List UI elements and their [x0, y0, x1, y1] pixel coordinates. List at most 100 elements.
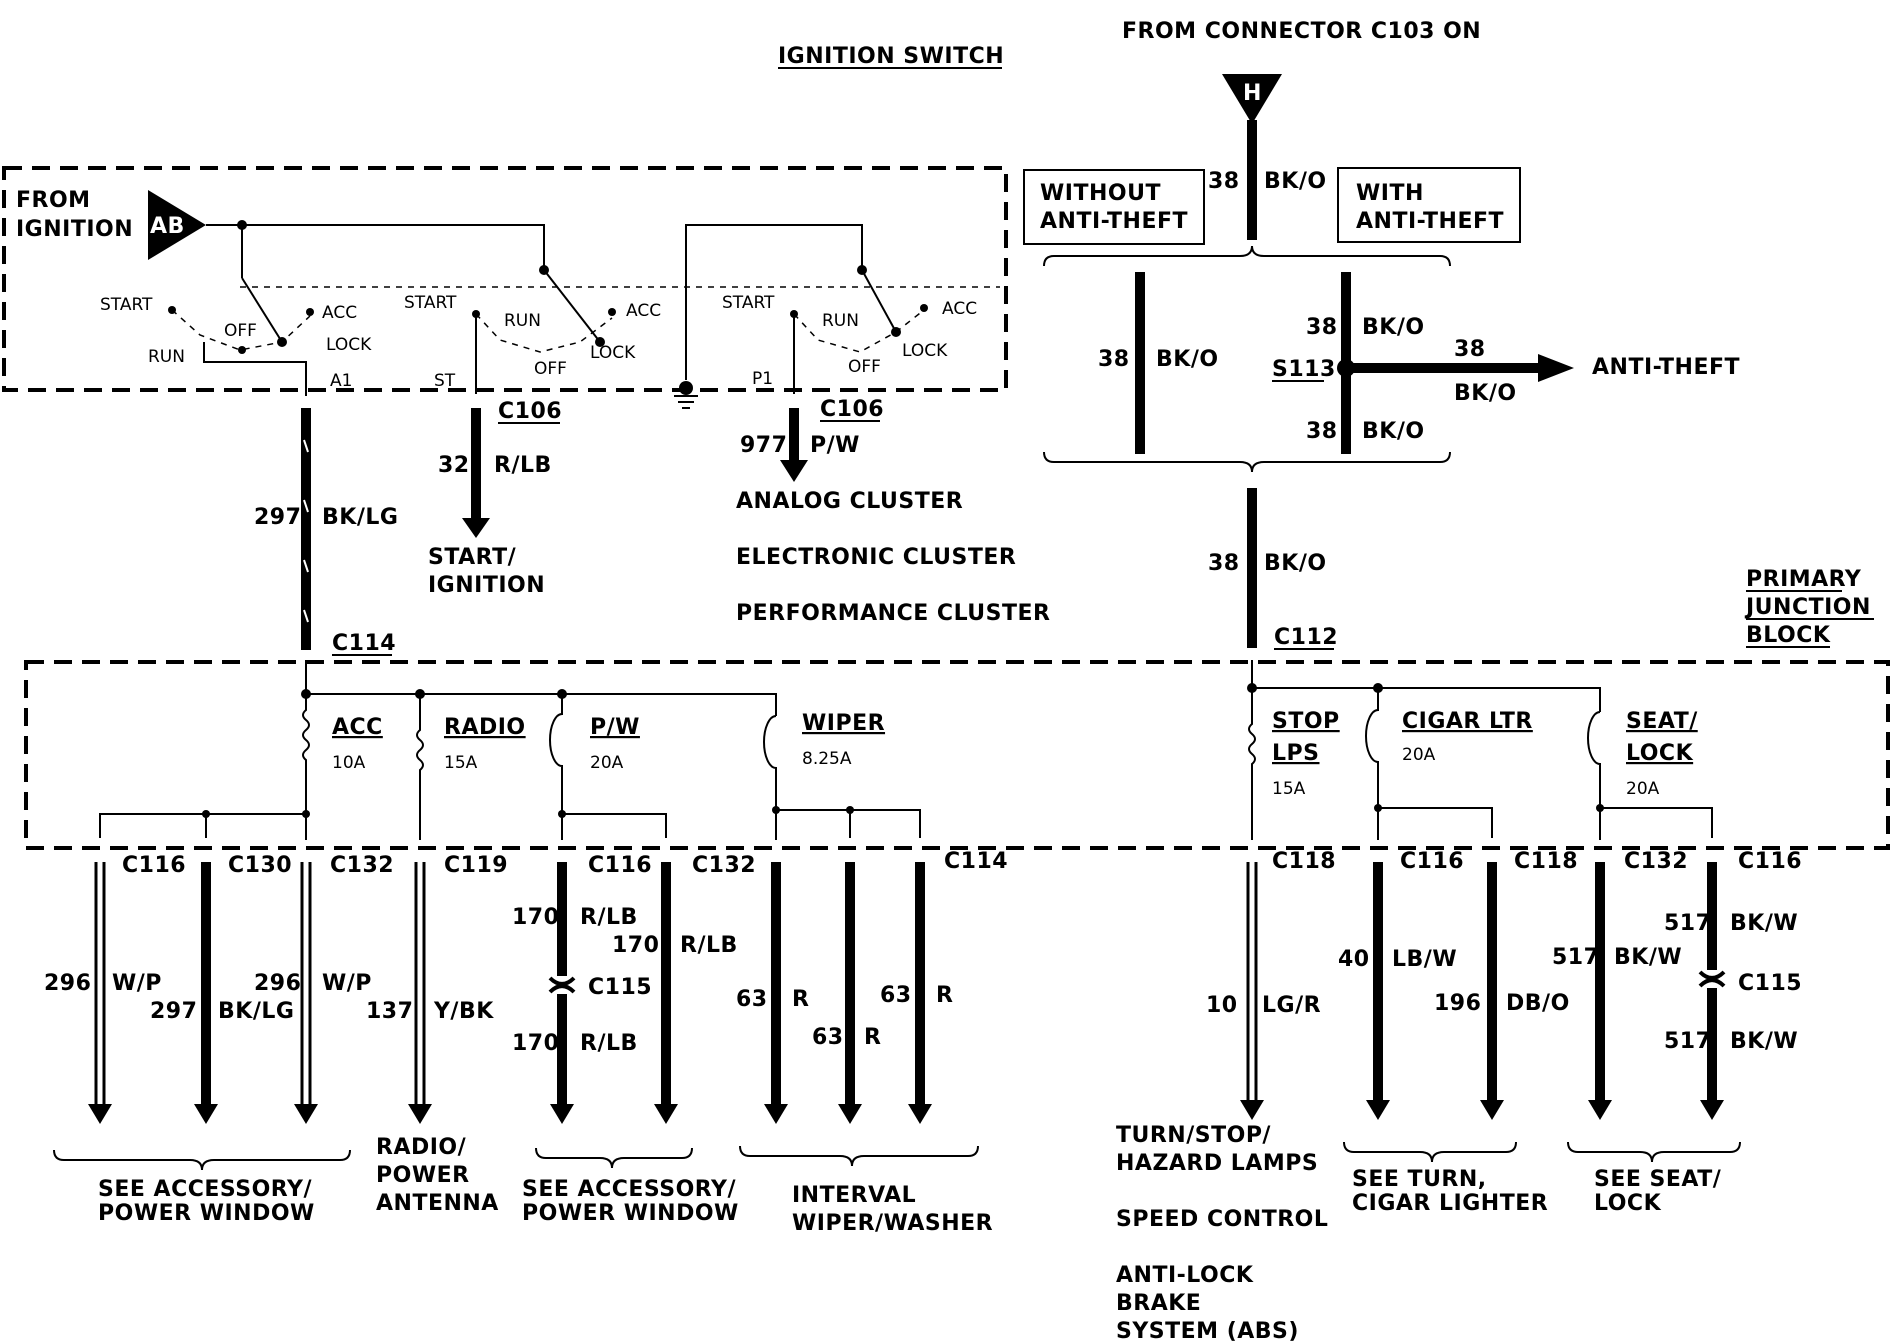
svg-text:C112: C112	[1274, 625, 1338, 650]
svg-text:517: 517	[1664, 1029, 1711, 1054]
svg-text:C116: C116	[1738, 849, 1802, 874]
without-label-1: WITHOUT	[1040, 181, 1161, 206]
svg-text:OFF: OFF	[848, 357, 881, 377]
svg-text:LPS: LPS	[1272, 741, 1320, 766]
svg-text:38: 38	[1306, 315, 1338, 340]
destination-radio: RADIO/ POWER ANTENNA	[376, 1135, 499, 1216]
svg-text:SEE ACCESSORY/: SEE ACCESSORY/	[522, 1177, 736, 1202]
connector-labels: C116 C130 C132 C119 C116 C132 C114 C118 …	[122, 849, 1802, 878]
destination-acc-pw-right: SEE ACCESSORY/ POWER WINDOW	[522, 1147, 739, 1226]
svg-text:POWER: POWER	[376, 1163, 470, 1188]
svg-text:P/W: P/W	[810, 433, 860, 458]
svg-text:296: 296	[254, 971, 301, 996]
svg-text:SYSTEM (ABS): SYSTEM (ABS)	[1116, 1319, 1299, 1344]
svg-text:ANALOG CLUSTER: ANALOG CLUSTER	[736, 489, 963, 514]
ign-bus-2	[242, 224, 545, 270]
svg-text:S113: S113	[1272, 357, 1336, 382]
svg-text:LOCK: LOCK	[590, 343, 636, 363]
svg-text:POWER WINDOW: POWER WINDOW	[98, 1201, 315, 1226]
left-bus	[305, 660, 777, 716]
svg-text:LG/R: LG/R	[1262, 993, 1321, 1018]
fuse-seat-lock: SEAT/ LOCK 20A	[1587, 709, 1713, 840]
svg-text:SPEED CONTROL: SPEED CONTROL	[1116, 1207, 1328, 1232]
ignition-switch-box	[2, 166, 1008, 392]
svg-text:63: 63	[736, 987, 768, 1012]
svg-text:RUN: RUN	[504, 311, 541, 331]
svg-text:BK/O: BK/O	[1264, 551, 1327, 576]
wire-38-color-top: BK/O	[1264, 169, 1327, 194]
svg-text:LOCK: LOCK	[902, 341, 948, 361]
svg-text:196: 196	[1434, 991, 1481, 1016]
svg-text:ACC: ACC	[942, 299, 977, 319]
svg-text:SEAT/: SEAT/	[1626, 709, 1698, 734]
with-label-2: ANTI-THEFT	[1356, 209, 1504, 234]
wire-977: C106 977 P/W ANALOG CLUSTER ELECTRONIC C…	[736, 397, 1050, 626]
svg-text:C115: C115	[1738, 971, 1802, 996]
connector-h: H	[1222, 74, 1282, 124]
svg-text:BK/O: BK/O	[1362, 419, 1425, 444]
svg-text:C132: C132	[692, 853, 756, 878]
svg-text:C132: C132	[1624, 849, 1688, 874]
svg-text:OFF: OFF	[534, 359, 567, 379]
svg-text:STOP: STOP	[1272, 709, 1340, 734]
svg-text:38: 38	[1098, 347, 1130, 372]
svg-text:32: 32	[438, 453, 470, 478]
svg-text:P1: P1	[752, 369, 773, 389]
switch-section-2: START RUN ACC LOCK OFF ST	[404, 269, 661, 394]
fuse-stop-lps: STOP LPS 15A	[1248, 688, 1340, 840]
svg-text:C130: C130	[228, 853, 292, 878]
svg-text:8.25A: 8.25A	[802, 749, 852, 769]
svg-text:517: 517	[1664, 911, 1711, 936]
svg-text:170: 170	[512, 1031, 559, 1056]
svg-text:BK/LG: BK/LG	[218, 999, 294, 1024]
right-bus	[1251, 660, 1601, 712]
svg-text:BK/W: BK/W	[1730, 1029, 1798, 1054]
svg-text:CIGAR LIGHTER: CIGAR LIGHTER	[1352, 1191, 1548, 1216]
svg-text:C119: C119	[444, 853, 508, 878]
destination-acc-pw-left: SEE ACCESSORY/ POWER WINDOW	[53, 1149, 351, 1226]
svg-text:R/LB: R/LB	[580, 905, 638, 930]
svg-text:517: 517	[1552, 945, 1599, 970]
fuse-wiper: WIPER 8.25A	[763, 711, 921, 840]
svg-text:ST: ST	[434, 371, 456, 391]
svg-text:C114: C114	[944, 849, 1008, 874]
pjb-label-1: PRIMARY	[1746, 567, 1862, 592]
svg-text:WIPER/WASHER: WIPER/WASHER	[792, 1211, 993, 1236]
bracket-bottom	[1043, 451, 1451, 473]
svg-text:20A: 20A	[1402, 745, 1436, 765]
fuse-pw: P/W 20A	[549, 694, 667, 840]
svg-text:15A: 15A	[1272, 779, 1306, 799]
with-label-1: WITH	[1356, 181, 1424, 206]
svg-text:SEE TURN,: SEE TURN,	[1352, 1167, 1487, 1192]
svg-text:H: H	[1243, 81, 1262, 106]
fuse-radio: RADIO 15A	[416, 694, 525, 840]
svg-text:LOCK: LOCK	[1626, 741, 1694, 766]
svg-text:W/P: W/P	[322, 971, 372, 996]
without-label-2: ANTI-THEFT	[1040, 209, 1188, 234]
svg-text:P/W: P/W	[590, 715, 640, 740]
wire-38-num-top: 38	[1208, 169, 1240, 194]
destination-seat-lock: SEE SEAT/ LOCK	[1567, 1141, 1741, 1216]
svg-text:137: 137	[366, 999, 413, 1024]
wire-32: C106 32 R/LB START/ IGNITION	[428, 399, 562, 598]
svg-text:ACC: ACC	[626, 301, 661, 321]
svg-text:BK/LG: BK/LG	[322, 505, 398, 530]
ign-bus-1	[206, 224, 243, 278]
ign-bus-3	[685, 224, 863, 380]
wire-38-anti-theft: 38 BK/O ANTI-THEFT	[1346, 337, 1740, 406]
svg-text:ANTENNA: ANTENNA	[376, 1191, 499, 1216]
svg-text:BRAKE: BRAKE	[1116, 1291, 1201, 1316]
svg-text:38: 38	[1306, 419, 1338, 444]
fuse-cigar-ltr: CIGAR LTR 20A	[1365, 688, 1532, 840]
svg-text:BK/O: BK/O	[1156, 347, 1219, 372]
pjb-label-3: BLOCK	[1746, 623, 1831, 648]
svg-text:R: R	[792, 987, 809, 1012]
svg-text:297: 297	[150, 999, 197, 1024]
svg-text:START/: START/	[428, 545, 517, 570]
svg-text:POWER WINDOW: POWER WINDOW	[522, 1201, 739, 1226]
svg-text:40: 40	[1338, 947, 1370, 972]
pjb-label-2: JUNCTION	[1744, 595, 1871, 620]
svg-text:R/LB: R/LB	[580, 1031, 638, 1056]
switch-section-3: START RUN ACC LOCK OFF P1	[722, 269, 977, 394]
